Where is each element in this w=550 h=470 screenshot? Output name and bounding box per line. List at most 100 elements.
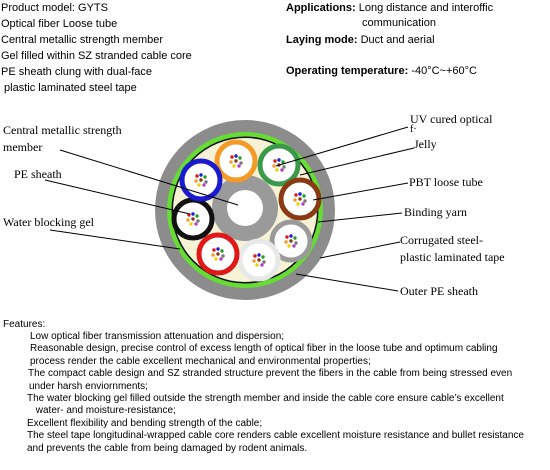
optical-fiber (191, 212, 195, 216)
optical-fiber (216, 247, 220, 251)
optical-fiber (234, 154, 238, 158)
optical-fiber (272, 164, 276, 168)
applications: Applications: Long distance and interoff… (286, 1, 493, 16)
laying-mode-label: Laying mode: (286, 34, 358, 46)
feature-line: and prevents the cable from being damage… (27, 442, 308, 454)
features-list: Low optical fiber transmission attenuati… (0, 331, 550, 455)
optical-fiber (257, 258, 261, 262)
leader-pe-sheath (44, 179, 191, 215)
label-pe-sheath: PE sheath (14, 167, 62, 181)
optical-fiber (287, 244, 291, 248)
operating-temperature: Operating temperature: -40°C~+60°C (286, 64, 477, 79)
optical-fiber (189, 222, 193, 226)
laying-mode: Laying mode: Duct and aerial (286, 33, 435, 48)
tube-blue (179, 158, 223, 202)
optical-fiber (262, 260, 266, 264)
leader-central-member (59, 149, 239, 206)
features-heading: Features: (3, 319, 46, 330)
optical-fiber (255, 263, 259, 267)
optical-fiber (294, 193, 298, 197)
feature-line: process render the cable excellent mecha… (30, 355, 371, 367)
label-water-blocking-gel: Water blocking gel (3, 215, 95, 229)
applications-label: Applications: (286, 2, 356, 14)
feature-line: under harsh enviornments; (29, 380, 148, 392)
spec-strength-member: Central metallic strength member (1, 34, 164, 46)
spec-product-model: Product model: GYTS (1, 2, 108, 14)
feature-line: water- and moisture-resistance; (33, 405, 176, 417)
label-outer-sheath: Outer PE sheath (400, 284, 478, 298)
optical-fiber (195, 214, 199, 218)
optical-fiber (199, 178, 203, 182)
operating-temperature-label: Operating temperature: (286, 65, 409, 77)
operating-temperature-value: -40°C~+60°C (411, 65, 477, 77)
tube-gray (269, 219, 313, 263)
label-uv-fiber-2: f· (410, 124, 417, 135)
feature-line: Excellent flexibility and bending streng… (27, 417, 263, 429)
optical-fiber (281, 160, 285, 164)
label-jelly: Jelly (414, 137, 437, 151)
optical-fiber (194, 179, 198, 183)
laying-mode-value: Duct and aerial (360, 34, 435, 46)
optical-fiber (292, 244, 296, 248)
optical-fiber (221, 254, 225, 258)
optical-fiber (294, 241, 298, 245)
tube-red (196, 232, 240, 276)
label-corrugated-2: plastic laminated tape (400, 250, 505, 264)
optical-fiber (237, 164, 241, 168)
leader-pbt-tube (312, 182, 409, 201)
optical-fiber (293, 198, 297, 202)
optical-fiber (211, 253, 215, 257)
spec-gel: Gel filled within SZ stranded cable core (1, 50, 192, 62)
label-pbt-tube: PBT loose tube (409, 175, 483, 189)
feature-line: The steel tape longitudinal-wrapped cabl… (27, 430, 524, 442)
optical-fiber (275, 168, 279, 172)
optical-fiber (284, 240, 288, 244)
optical-fiber (293, 236, 297, 240)
optical-fiber (197, 183, 201, 187)
optical-fiber (253, 254, 257, 258)
feature-line: Low optical fiber transmission attenuati… (30, 331, 285, 342)
label-binding-yarn: Binding yarn (404, 205, 467, 219)
optical-fiber (296, 202, 300, 206)
label-central-member-2: member (3, 140, 43, 154)
optical-fiber (273, 159, 277, 163)
spec-pe-sheath: PE sheath clung with dual-face (1, 66, 153, 78)
applications-value-cont: communication (362, 17, 436, 29)
cable-cross-section (44, 120, 415, 300)
optical-fiber (301, 202, 305, 206)
leader-jelly (299, 147, 415, 176)
tube-brown (278, 177, 322, 221)
feature-line: Reasonable design, precise control of ex… (30, 343, 498, 355)
optical-fiber (214, 257, 218, 261)
optical-fiber (277, 158, 281, 162)
optical-fiber (232, 164, 236, 168)
label-corrugated-1: Corrugated steel- (400, 233, 483, 247)
optical-fiber (238, 156, 242, 160)
optical-fiber (285, 235, 289, 239)
optical-fiber (234, 159, 238, 163)
optical-fiber (280, 168, 284, 172)
optical-fiber (229, 160, 233, 164)
spec-loose-tube: Optical fiber Loose tube (1, 18, 118, 30)
optical-fiber (252, 259, 256, 263)
optical-fiber (298, 192, 302, 196)
label-central-member-1: Central metallic strength (3, 123, 122, 137)
optical-fiber (203, 175, 207, 179)
optical-fiber (289, 239, 293, 243)
tube-white (237, 238, 281, 282)
leader-uv-fiber (275, 126, 409, 167)
optical-fiber (220, 249, 224, 253)
optical-fiber (289, 234, 293, 238)
optical-fiber (298, 197, 302, 201)
feature-line: The water blocking gel filled outside th… (27, 393, 504, 405)
optical-fiber (186, 218, 190, 222)
optical-fiber (204, 180, 208, 184)
optical-fiber (216, 252, 220, 256)
optical-fiber (302, 194, 306, 198)
optical-fiber (199, 173, 203, 177)
tube-black (171, 197, 215, 241)
optical-fiber (202, 183, 206, 187)
optical-fiber (261, 255, 265, 259)
optical-fiber (282, 165, 286, 169)
optical-fiber (195, 174, 199, 178)
